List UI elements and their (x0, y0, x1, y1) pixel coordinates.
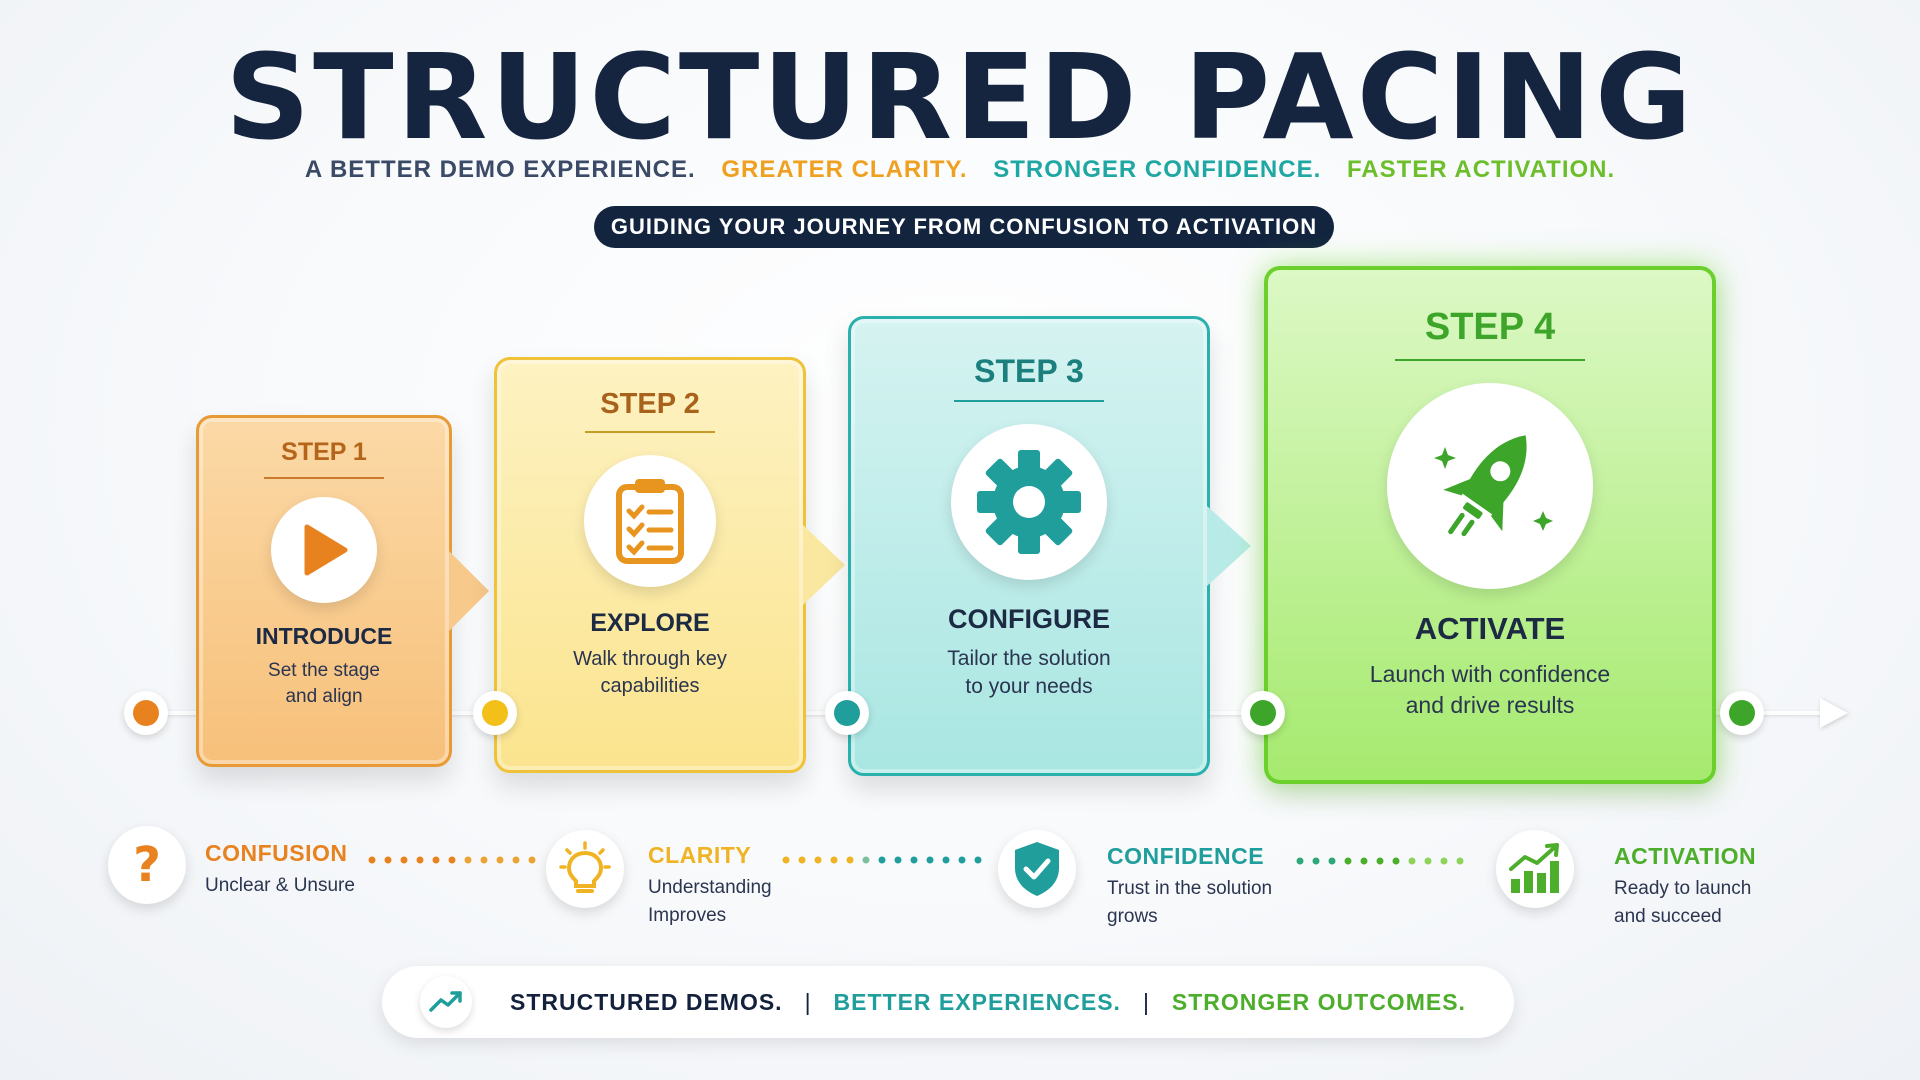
clipboard-checklist-icon (616, 479, 684, 564)
step-card-3: STEP 3 CONFIGURE Tailor the solution to … (848, 316, 1251, 776)
step-card-2: STEP 2 EXPLORE Walk through key capabili… (494, 357, 845, 773)
step-2-name: EXPLORE (590, 609, 710, 637)
dotted-connector-3 (1296, 857, 1464, 865)
step-1-desc: Set the stage and align (199, 658, 449, 709)
step-1-rule (264, 477, 384, 479)
question-mark-icon: ? (133, 837, 161, 893)
timeline-dot-5 (1720, 691, 1764, 735)
step-3-arrow-notch (1207, 506, 1251, 586)
step-1-desc-line-2: and align (285, 685, 363, 707)
step-2-desc-line-1: Walk through key (573, 648, 727, 670)
timeline-dot-1 (124, 691, 168, 735)
step-1-desc-line-1: Set the stage (268, 660, 380, 681)
step-4-rule (1395, 359, 1585, 361)
subtitle: A BETTER DEMO EXPERIENCE. GREATER CLARIT… (0, 156, 1920, 184)
trend-up-icon (429, 991, 462, 1012)
tagline-separator-2: | (1142, 989, 1150, 1015)
timeline-dot-3 (825, 691, 869, 735)
step-3-desc-line-2: to your needs (965, 675, 1093, 699)
shield-check-icon (1015, 842, 1059, 896)
step-4-desc: Launch with confidence and drive results (1268, 659, 1712, 721)
timeline-dot-4 (1241, 691, 1285, 735)
dotted-connector-1 (368, 856, 536, 864)
step-4-label: STEP 4 (1424, 306, 1556, 348)
stage-confidence-desc-line-2: grows (1107, 905, 1158, 927)
activation-icon-circle (1496, 830, 1574, 908)
stage-clarity-desc: Understanding Improves (648, 874, 848, 929)
step-card-1: STEP 1 INTRODUCE Set the stage and align (196, 415, 489, 767)
bottom-tagline-text: STRUCTURED DEMOS. | BETTER EXPERIENCES. | ST… (510, 966, 1466, 1038)
step-1-icon-circle (271, 497, 377, 603)
tagline-part-3: STRONGER OUTCOMES. (1171, 989, 1466, 1015)
tagline-part-1: STRUCTURED DEMOS. (510, 989, 783, 1015)
page-title: STRUCTURED PACING (225, 28, 1695, 166)
gear-icon (977, 450, 1081, 554)
step-4-desc-line-2: and drive results (1405, 692, 1575, 719)
step-3-icon-circle (951, 424, 1107, 580)
stage-confusion-desc-line-1: Unclear & Unsure (205, 875, 355, 896)
step-2-label: STEP 2 (600, 388, 700, 420)
stage-activation-desc-line-2: and succeed (1614, 905, 1722, 927)
stage-activation-desc-line-1: Ready to launch (1614, 878, 1752, 899)
step-3-name: CONFIGURE (948, 604, 1110, 634)
stage-confidence-desc-line-1: Trust in the solution (1107, 878, 1273, 899)
step-3-rule (954, 400, 1104, 402)
play-icon (304, 524, 348, 576)
confusion-icon-circle: ? (108, 826, 186, 904)
stage-confidence-desc: Trust in the solution grows (1107, 875, 1347, 930)
stage-confusion-title: CONFUSION (205, 840, 348, 866)
timeline-dot-2 (473, 691, 517, 735)
subtitle-part-3: STRONGER CONFIDENCE. (993, 156, 1322, 183)
dotted-connector-2 (782, 856, 982, 864)
stage-activation-title: ACTIVATION (1614, 843, 1757, 869)
subtitle-part-4: FASTER ACTIVATION. (1346, 156, 1616, 183)
tagline-part-2: BETTER EXPERIENCES. (833, 989, 1121, 1015)
step-4-name: ACTIVATE (1414, 611, 1566, 646)
stage-activation-desc: Ready to launch and succeed (1614, 875, 1814, 930)
step-2-rule (585, 431, 715, 433)
stage-clarity-title: CLARITY (648, 842, 752, 868)
step-2-arrow-notch (803, 525, 845, 605)
bottom-tagline-bar: STRUCTURED DEMOS. | BETTER EXPERIENCES. | ST… (382, 966, 1514, 1038)
confidence-icon-circle (998, 830, 1076, 908)
step-3-label: STEP 3 (974, 353, 1084, 389)
step-card-4: STEP 4 ACTIVATE Launch with confidence a… (1264, 266, 1716, 784)
rocket-icon (1434, 435, 1553, 537)
lightbulb-icon (559, 841, 611, 893)
tagline-separator-1: | (804, 989, 812, 1015)
step-3-desc: Tailor the solution to your needs (851, 645, 1207, 702)
step-1-name: INTRODUCE (255, 623, 393, 649)
bottom-icon-circle (420, 976, 472, 1028)
step-1-label: STEP 1 (281, 438, 367, 466)
subtitle-part-2: GREATER CLARITY. (721, 156, 968, 183)
step-4-desc-line-1: Launch with confidence (1369, 661, 1611, 687)
step-4-icon-circle (1387, 383, 1593, 589)
subtitle-part-1: A BETTER DEMO EXPERIENCE. (304, 156, 696, 183)
stage-confidence-title: CONFIDENCE (1107, 843, 1265, 869)
stage-clarity-desc-line-1: Understanding (648, 877, 772, 898)
step-3-desc-line-1: Tailor the solution (947, 647, 1111, 670)
banner-pill: GUIDING YOUR JOURNEY FROM CONFUSION TO A… (594, 206, 1334, 248)
clarity-icon-circle (546, 830, 624, 908)
step-2-icon-circle (584, 455, 716, 587)
step-1-arrow-notch (449, 551, 489, 631)
bar-chart-growth-icon (1509, 843, 1559, 893)
step-2-desc: Walk through key capabilities (497, 646, 803, 700)
stage-clarity-desc-line-2: Improves (648, 904, 727, 926)
step-2-desc-line-2: capabilities (600, 675, 700, 697)
timeline-arrowhead (1820, 698, 1848, 728)
stage-confusion-desc: Unclear & Unsure (205, 872, 405, 900)
